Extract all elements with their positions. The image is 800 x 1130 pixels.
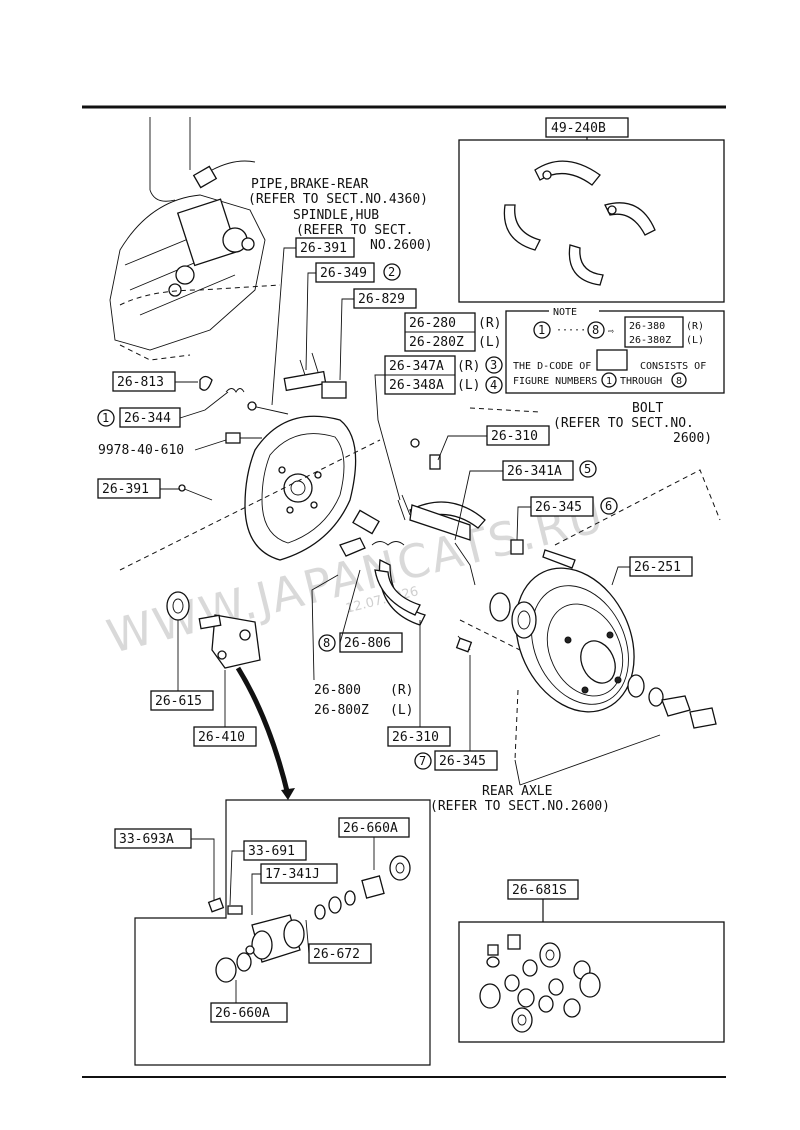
- part-26-348a: 26-348A: [389, 378, 444, 393]
- part-9978-40-610[interactable]: 9978-40-610: [98, 443, 184, 458]
- note-box: NOTE 1 ······· 8 ⇨ 26-380 26-380Z (R) (L…: [505, 303, 725, 394]
- part-26-660a-bottom-box[interactable]: [210, 1002, 288, 1023]
- circle-3: 3: [490, 358, 497, 372]
- side-r-347: (R): [457, 359, 480, 374]
- hub-note-line2: (REFER TO SECT.: [296, 223, 413, 238]
- part-26-349-box[interactable]: [315, 262, 375, 283]
- part-26-615-box[interactable]: [150, 690, 214, 711]
- part-26-660a-bottom: 26-660A: [215, 1006, 270, 1021]
- note-code-l: 26-380Z: [629, 335, 671, 346]
- note-dots: ·······: [556, 325, 598, 336]
- part-26-310-top-box[interactable]: [486, 425, 550, 446]
- rear-shoes-drawing: [339, 438, 576, 653]
- part-26-349: 26-349: [320, 266, 367, 281]
- part-26-345-bottom: 26-345: [439, 754, 486, 769]
- part-33-691-box[interactable]: [243, 840, 307, 861]
- note-range-to: 8: [592, 323, 599, 337]
- part-26-800z[interactable]: 26-800Z: [314, 703, 369, 718]
- note-fig-from: 1: [606, 376, 612, 387]
- part-26-660a-top: 26-660A: [343, 821, 398, 836]
- part-26-391-left: 26-391: [102, 482, 149, 497]
- part-26-341a-box[interactable]: [502, 460, 574, 481]
- circle-4: 4: [490, 378, 497, 392]
- part-26-672: 26-672: [313, 947, 360, 962]
- brake-shoe-set-drawing: [503, 160, 656, 286]
- part-26-813-box[interactable]: [112, 371, 176, 392]
- part-33-693a-box[interactable]: [114, 828, 192, 849]
- side-l-280: (L): [478, 335, 501, 350]
- note-code-r: 26-380: [629, 321, 665, 332]
- part-26-410: 26-410: [198, 730, 245, 745]
- note-title: NOTE: [553, 307, 577, 318]
- note-l: (L): [686, 335, 704, 346]
- part-49-240b: 49-240B: [551, 121, 606, 136]
- note-r: (R): [686, 321, 704, 332]
- note-fig-to: 8: [676, 376, 682, 387]
- part-26-347a: 26-347A: [389, 359, 444, 374]
- part-26-615: 26-615: [155, 694, 202, 709]
- part-33-691: 33-691: [248, 844, 295, 859]
- part-26-341a: 26-341A: [507, 464, 562, 479]
- part-17-341j-box[interactable]: [260, 863, 338, 884]
- axle-note-line2: (REFER TO SECT.NO.2600): [430, 799, 610, 814]
- part-26-280: 26-280: [409, 316, 456, 331]
- part-26-280z: 26-280Z: [409, 335, 464, 350]
- hub-note-line1: SPINDLE,HUB: [293, 208, 379, 223]
- backing-plate-drawing: [178, 352, 357, 561]
- knuckle-assembly-drawing: [109, 117, 281, 361]
- bolt-note-line2: (REFER TO SECT.NO.: [553, 416, 694, 431]
- part-26-391-top: 26-391: [300, 241, 347, 256]
- part-26-344: 26-344: [124, 411, 171, 426]
- part-26-344-box[interactable]: [119, 407, 181, 428]
- part-26-829-box[interactable]: [353, 288, 417, 309]
- circle-1: 1: [102, 411, 109, 425]
- cylinder-detail-frame: [134, 799, 431, 1066]
- bolt-note-line1: BOLT: [632, 401, 663, 416]
- axle-note-line1: REAR AXLE: [482, 784, 552, 799]
- note-arrow: ⇨: [608, 326, 614, 337]
- wheel-cylinder-drawing: [119, 407, 541, 800]
- circle-5: 5: [584, 462, 591, 476]
- pipe-note-line1: PIPE,BRAKE-REAR: [251, 177, 369, 192]
- note-range-from: 1: [538, 323, 545, 337]
- part-26-813: 26-813: [117, 375, 164, 390]
- circle-6: 6: [605, 499, 612, 513]
- side-r-800: (R): [390, 683, 413, 698]
- part-26-800[interactable]: 26-800: [314, 683, 361, 698]
- circle-7: 7: [419, 754, 426, 768]
- part-26-391-left-box[interactable]: [97, 478, 161, 499]
- note-text-3: FIGURE NUMBERS: [513, 376, 597, 387]
- cylinder-parts-drawing: [207, 855, 411, 983]
- part-26-681s: 26-681S: [512, 883, 567, 898]
- part-26-806: 26-806: [344, 636, 391, 651]
- part-26-310-top: 26-310: [491, 429, 538, 444]
- part-26-310-bottom: 26-310: [392, 730, 439, 745]
- side-l-800: (L): [390, 703, 413, 718]
- part-26-391-top-box[interactable]: [295, 237, 355, 258]
- part-26-345-top: 26-345: [535, 500, 582, 515]
- pipe-note-line2: (REFER TO SECT.NO.4360): [248, 192, 428, 207]
- part-26-251-box[interactable]: [629, 556, 693, 577]
- part-26-251: 26-251: [634, 560, 681, 575]
- repair-kit-parts-drawing: [479, 934, 601, 1033]
- side-l-348: (L): [457, 378, 480, 393]
- part-26-310-bottom-box[interactable]: [387, 726, 451, 747]
- part-26-345-bottom-box[interactable]: [434, 750, 498, 771]
- circle-8: 8: [323, 636, 330, 650]
- note-text-4: THROUGH: [620, 376, 662, 387]
- side-r-280: (R): [478, 316, 501, 331]
- note-text-2: CONSISTS OF: [640, 361, 706, 372]
- hub-note-line3: NO.2600): [370, 238, 433, 253]
- circle-2: 2: [388, 265, 395, 279]
- part-26-345-top-box[interactable]: [530, 496, 594, 517]
- note-text-1: THE D-CODE OF: [513, 361, 591, 372]
- bolt-note-line3: 2600): [673, 431, 712, 446]
- part-33-693a: 33-693A: [119, 832, 174, 847]
- part-17-341j: 17-341J: [265, 867, 320, 882]
- part-26-829: 26-829: [358, 292, 405, 307]
- brake-drum-drawing: [459, 469, 721, 761]
